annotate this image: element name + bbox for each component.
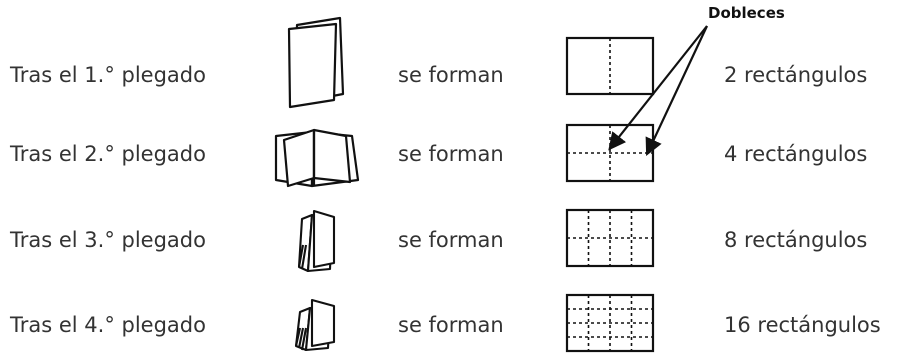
row-4-result-label: 16 rectángulos bbox=[724, 312, 881, 338]
fold-grid-8 bbox=[566, 209, 654, 267]
folded-paper-icon-4 bbox=[290, 292, 350, 356]
row-4-step-label: Tras el 4.° plegado bbox=[10, 312, 206, 338]
row-1-verb-label: se forman bbox=[398, 62, 504, 88]
row-2-result-label: 4 rectángulos bbox=[724, 141, 867, 167]
folded-paper-icon-2 bbox=[262, 112, 372, 192]
row-3-verb-label: se forman bbox=[398, 227, 504, 253]
row-3-step-label: Tras el 3.° plegado bbox=[10, 227, 206, 253]
folded-paper-icon-3 bbox=[290, 205, 350, 281]
folded-paper-icon-1 bbox=[266, 16, 366, 110]
fold-grid-4 bbox=[566, 124, 654, 182]
folds-callout-label: Dobleces bbox=[708, 4, 785, 22]
row-2-verb-label: se forman bbox=[398, 141, 504, 167]
fold-arrow-right bbox=[648, 26, 707, 152]
fold-grid-16 bbox=[566, 294, 654, 352]
row-4-verb-label: se forman bbox=[398, 312, 504, 338]
row-1-step-label: Tras el 1.° plegado bbox=[10, 62, 206, 88]
row-1-result-label: 2 rectángulos bbox=[724, 62, 867, 88]
row-2-step-label: Tras el 2.° plegado bbox=[10, 141, 206, 167]
fold-grid-2 bbox=[566, 37, 654, 95]
row-3-result-label: 8 rectángulos bbox=[724, 227, 867, 253]
